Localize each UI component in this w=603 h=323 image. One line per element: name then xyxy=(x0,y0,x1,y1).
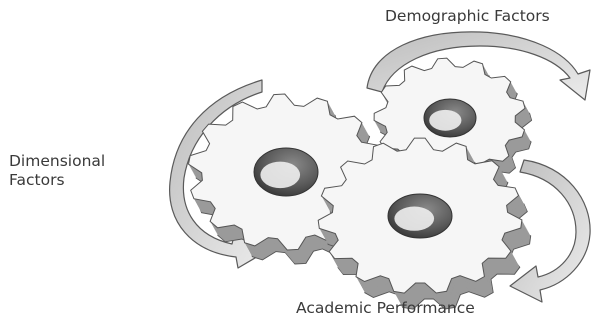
curved-arrow-icon-right xyxy=(509,159,591,303)
academic-performance-label: Academic Performance xyxy=(296,299,475,317)
gear-icon-top-right-hole-inner xyxy=(429,109,462,131)
dimensional-factors-line2: Factors xyxy=(9,171,65,190)
dimensional-factors-line1: Dimensional xyxy=(9,152,106,170)
curved-arrow-icon-top xyxy=(366,31,591,101)
gear-icon-left-hole-inner xyxy=(260,161,301,189)
dimensional-factors-label: Dimensional Factors xyxy=(9,152,105,191)
gear-icon-bottom-hole-inner xyxy=(394,206,435,231)
curved-arrow-icon-left xyxy=(169,79,273,269)
gear-icon-bottom xyxy=(317,137,532,310)
demographic-factors-label: Demographic Factors xyxy=(385,7,550,25)
